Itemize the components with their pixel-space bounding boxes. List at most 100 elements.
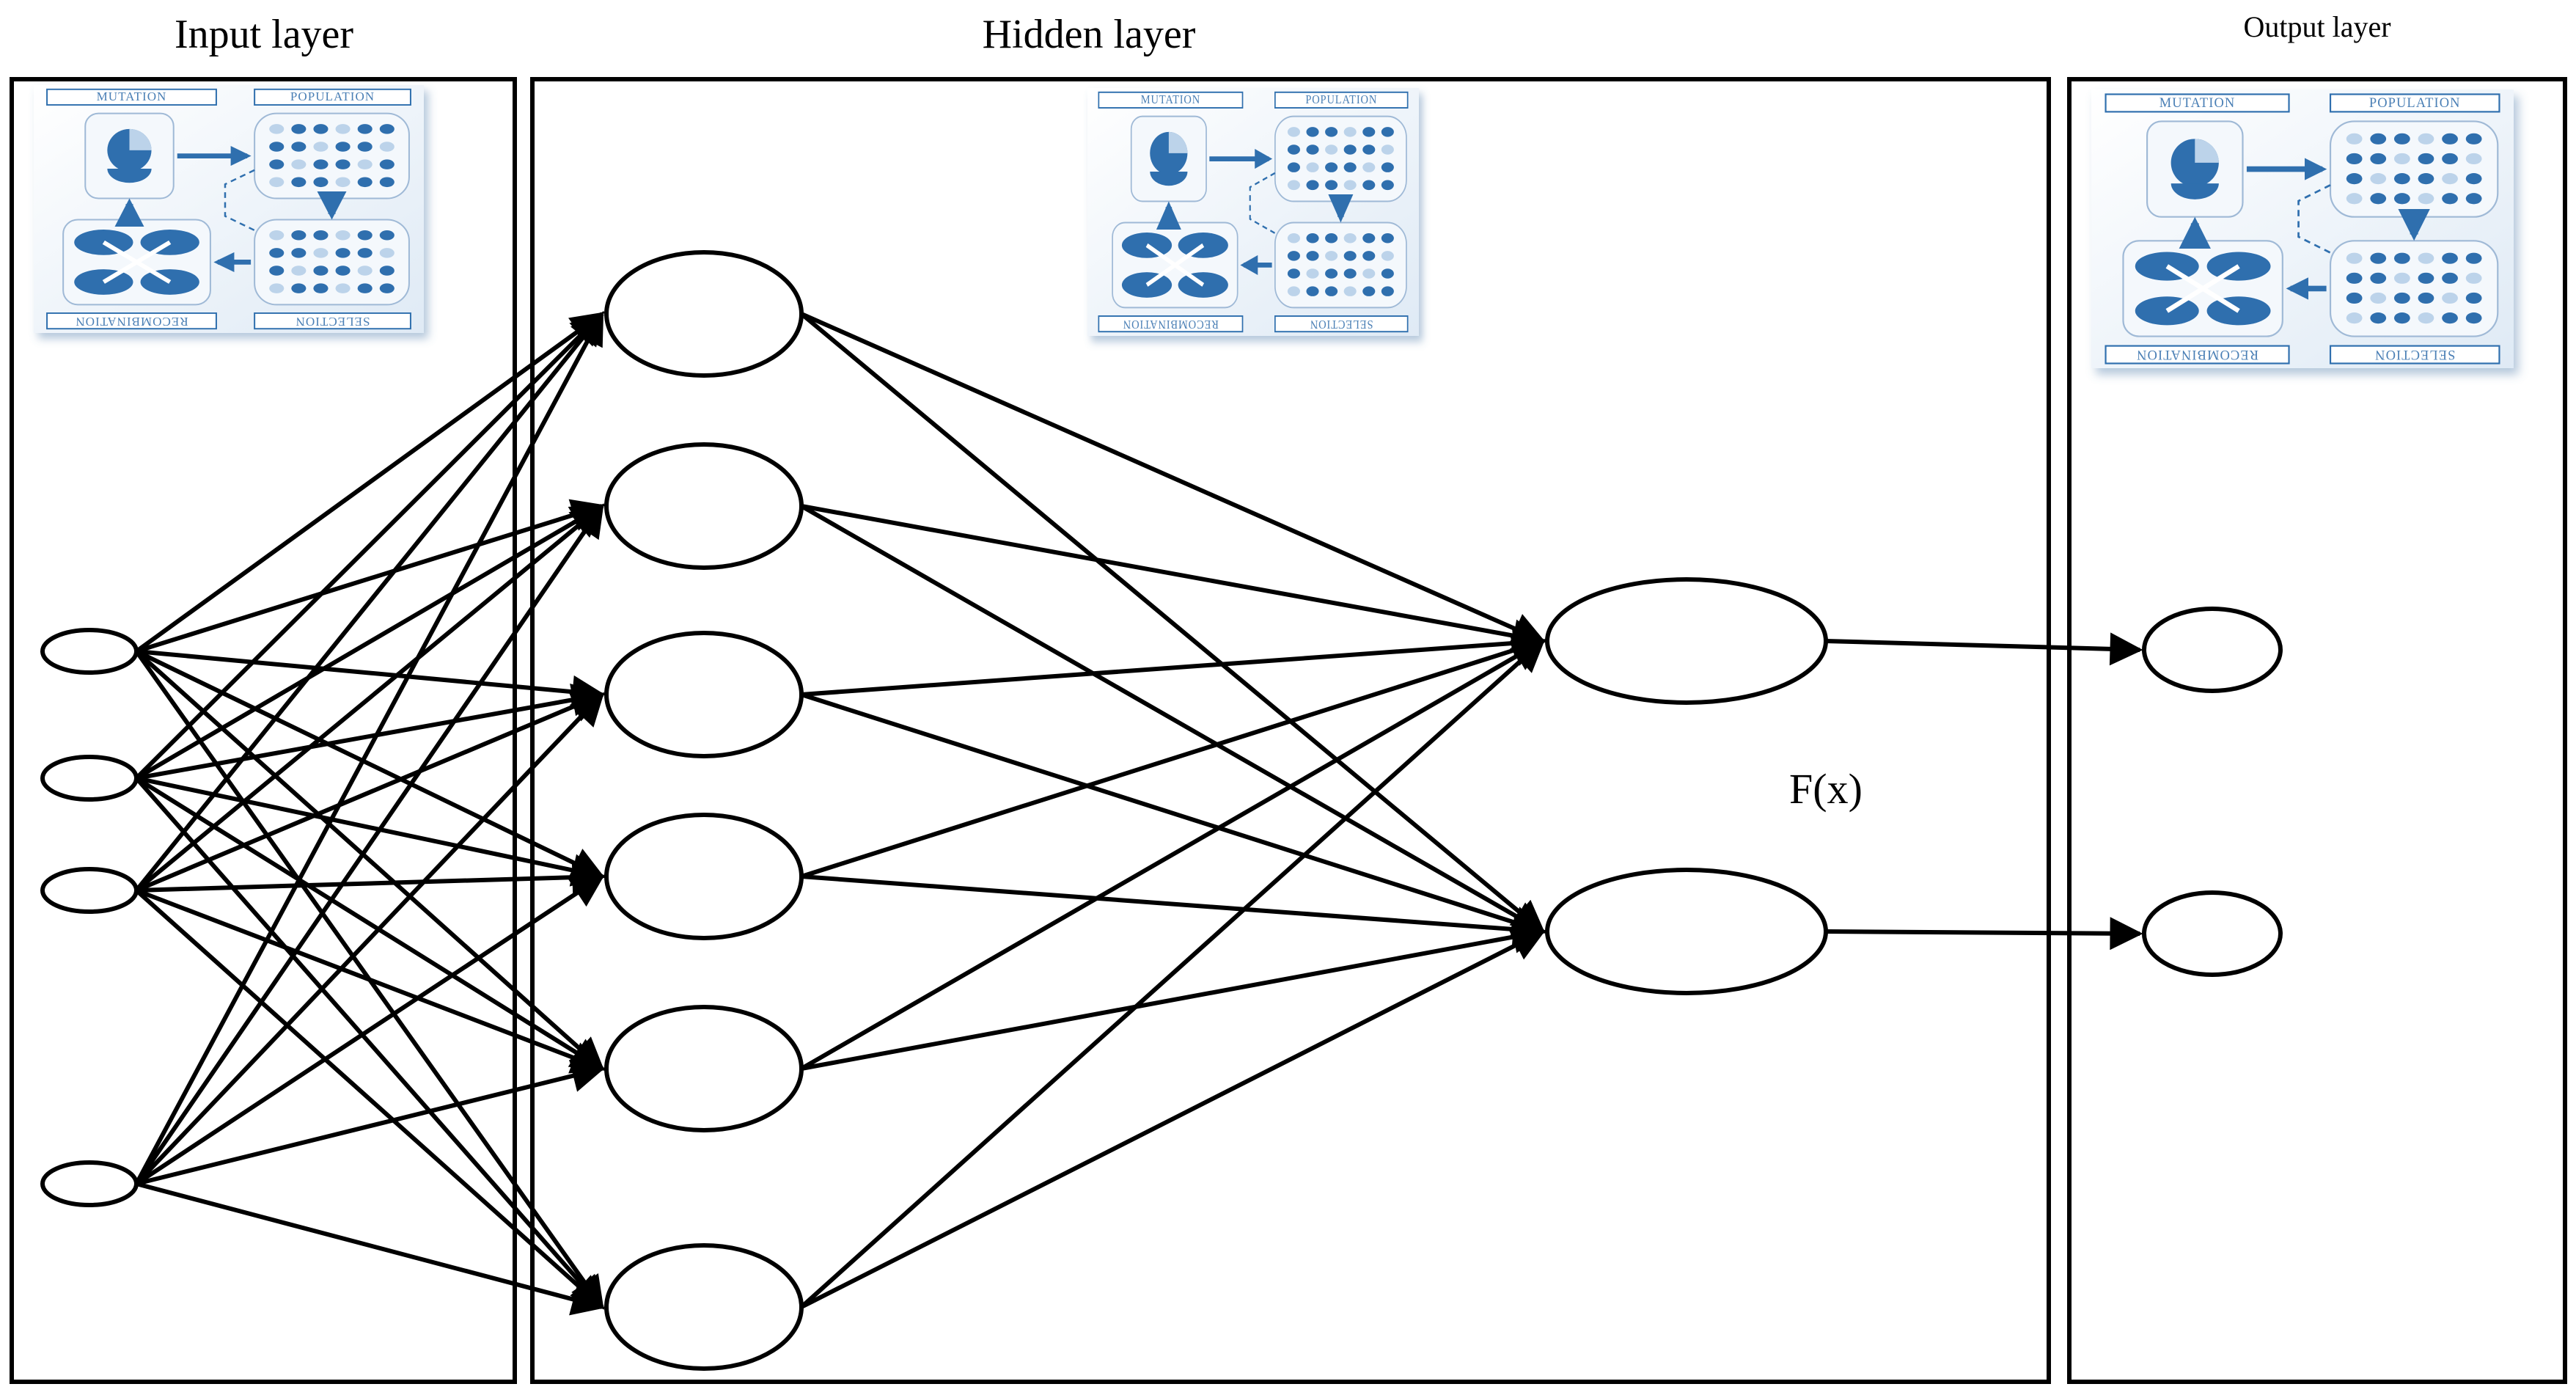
edge-input-2-to-hidden-2 (135, 504, 605, 780)
population-dot (313, 177, 329, 188)
population-dot (2393, 173, 2410, 185)
population-dot (2346, 133, 2363, 144)
population-dot (2418, 133, 2434, 144)
input-node-2 (40, 755, 139, 802)
population-label: POPULATION (290, 90, 375, 104)
selection-dot (335, 266, 351, 276)
population-dot (357, 159, 373, 169)
edge-hidden-2-to-hidden2-2 (800, 504, 1546, 934)
population-dot (2418, 193, 2434, 205)
selection-dot (357, 248, 373, 258)
selection-dot (2442, 312, 2458, 324)
edge-input-3-to-hidden-4 (136, 860, 606, 894)
selection-dot (2393, 272, 2410, 284)
selection-dot (2370, 272, 2387, 284)
population-dot (291, 124, 307, 134)
selection-label: SELECTION (1310, 318, 1373, 331)
population-dot (2393, 153, 2410, 165)
input-layer-title: Input layer (175, 12, 353, 57)
selection-dot (2465, 312, 2482, 324)
edge-input-3-to-hidden-1 (134, 311, 604, 892)
selection-dot (2346, 292, 2363, 304)
population-dot (2370, 133, 2387, 144)
population-label-box (254, 88, 411, 106)
population-dot (269, 177, 285, 188)
edge-hidden-1-to-hidden2-2 (800, 312, 1546, 934)
edge-input-3-to-hidden-6 (134, 888, 605, 1310)
population-dot (1325, 144, 1338, 155)
mutation-label: MUTATION (1141, 93, 1200, 106)
selection-dot (313, 266, 329, 276)
population-dot (2393, 193, 2410, 205)
connections (134, 311, 2143, 1316)
dashed-link (1249, 172, 1276, 235)
population-dot (2393, 133, 2410, 144)
selection-dot (269, 230, 285, 241)
selection-dot (269, 248, 285, 258)
edge-hidden2-2-to-output-2 (1825, 917, 2143, 951)
population-dot (1343, 162, 1357, 172)
selection-dot (335, 248, 351, 258)
selection-dot (2370, 312, 2387, 324)
population-dot (1287, 162, 1300, 172)
edge-input-3-to-hidden-3 (135, 690, 606, 893)
selection-dot (1287, 232, 1300, 244)
selection-dot (1343, 268, 1357, 279)
selection-label-box (2329, 345, 2500, 365)
selection-dot (1381, 232, 1394, 244)
population-dot (335, 159, 351, 169)
selection-dot (379, 266, 395, 276)
population-dot (335, 142, 351, 152)
selection-dot (291, 283, 307, 293)
output-node-2 (2142, 890, 2283, 977)
population-dot (1381, 144, 1394, 155)
input-node-4 (40, 1160, 139, 1207)
selection-dot (379, 230, 395, 241)
population-dot (2370, 153, 2387, 165)
population-dot (2418, 153, 2434, 165)
population-dot (2465, 193, 2482, 205)
population-label-box (2329, 93, 2500, 113)
recombination-icon (1121, 232, 1173, 258)
recombination-label: RECOMBINATION (2136, 348, 2258, 362)
edge-input-4-to-hidden-3 (134, 692, 605, 1186)
mutation-label: MUTATION (2159, 95, 2236, 110)
population-dot (313, 142, 329, 152)
population-dot (1362, 162, 1376, 172)
selection-dot (2465, 252, 2482, 264)
hidden-node-6 (604, 1243, 804, 1371)
mutation-label-box (2105, 93, 2290, 113)
population-dot (1306, 127, 1319, 137)
population-dot (357, 124, 373, 134)
edge-input-1-to-hidden-1 (135, 312, 605, 653)
population-dot (2465, 133, 2482, 144)
edge-input-4-to-hidden-1 (134, 311, 604, 1185)
selection-dot (2442, 252, 2458, 264)
selection-dot (1362, 232, 1376, 244)
mutation-label-box (46, 88, 217, 106)
selection-dot (291, 248, 307, 258)
edge-input-4-to-hidden-5 (136, 1059, 606, 1186)
selection-dot (2393, 292, 2410, 304)
edge-hidden-1-to-hidden2-1 (800, 312, 1546, 645)
hidden-layer-title: Hidden layer (983, 12, 1196, 57)
population-dot (1381, 180, 1394, 191)
selection-dot (2346, 252, 2363, 264)
selection-dot (2393, 252, 2410, 264)
selection-dot (1287, 251, 1300, 261)
population-dot (291, 159, 307, 169)
edge-hidden-4-to-hidden2-2 (801, 874, 1546, 946)
selection-dot (269, 266, 285, 276)
population-dot (291, 142, 307, 152)
hidden-node-4 (604, 813, 804, 940)
population-dot (2442, 193, 2458, 205)
recombination-label-box (2105, 345, 2290, 365)
edge-input-4-to-hidden-6 (136, 1182, 606, 1316)
population-dot (1287, 144, 1300, 155)
selection-dot (2418, 292, 2434, 304)
